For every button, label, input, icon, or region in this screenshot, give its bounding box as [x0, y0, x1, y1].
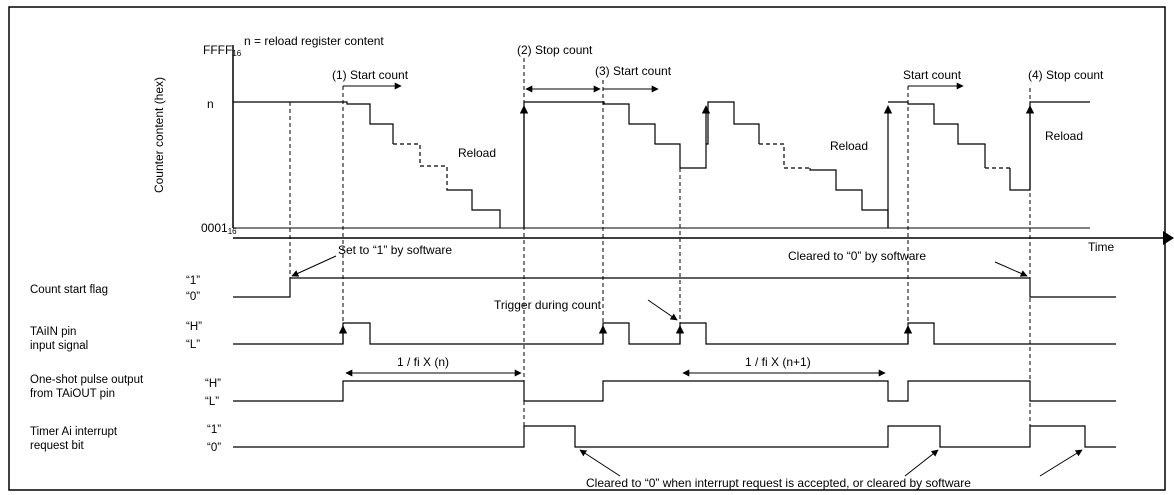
count-start-low-level: “0”: [186, 291, 200, 303]
oneshot-output-waveform: [233, 380, 1116, 402]
cleared-interrupt-label: Cleared to “0” when interrupt request is…: [586, 476, 971, 490]
start-count-1-label: (1) Start count: [332, 68, 409, 82]
stop-count-2-label: (2) Stop count: [517, 43, 593, 57]
interrupt-callout-leader-2: [904, 449, 939, 477]
reload-label-2: Reload: [830, 139, 868, 153]
start-count-3-label: (3) Start count: [595, 64, 672, 78]
oneshot-low-level: “L”: [205, 396, 219, 408]
taiin-low-level: “L”: [186, 339, 200, 351]
time-axis-arrowhead: [1163, 231, 1174, 245]
counter-waveform-5: [888, 101, 986, 168]
stop-count-4-label: (4) Stop count: [1028, 68, 1104, 82]
n-tick-label: n: [207, 97, 214, 111]
reload-register-note: n = reload register content: [244, 34, 384, 48]
counter-waveform-dashed: [393, 143, 1010, 188]
signal-name-interrupt-2: request bit: [30, 440, 85, 452]
interrupt-callout-leader-1: [579, 449, 621, 477]
interrupt-low-level: “0”: [207, 442, 221, 454]
counter-axis-label: Counter content (hex): [152, 77, 166, 193]
signal-waveforms: [233, 277, 1116, 448]
count-start-flag-waveform: [233, 277, 1116, 298]
signal-name-oneshot-1: One-shot pulse output: [30, 374, 144, 386]
counter-waveform-6: [1009, 101, 1090, 191]
interrupt-high-level: “1”: [207, 424, 221, 436]
time-axis-label: Time: [1088, 240, 1115, 254]
counter-axes: [232, 45, 1163, 239]
taiin-waveform: [233, 322, 1116, 345]
signal-labels: Count start flag TAiIN pin input signal …: [30, 275, 221, 454]
signal-name-interrupt-1: Timer Ai interrupt: [30, 426, 118, 438]
taiin-high-level: “H”: [186, 321, 202, 333]
cleared-callout-leader: [994, 261, 1028, 277]
set-by-software-label: Set to “1” by software: [338, 243, 452, 257]
reload-label-1: Reload: [458, 146, 496, 160]
period-n1-label: 1 / fi X (n+1): [745, 355, 811, 369]
trigger-callout-leader: [647, 299, 678, 321]
signal-name-oneshot-2: from TAiOUT pin: [30, 388, 115, 400]
trigger-edge-arrows: [338, 325, 913, 344]
diagram-frame: [8, 6, 1166, 491]
counter-waveform: [233, 101, 394, 144]
oneshot-high-level: “H”: [205, 378, 221, 390]
interrupt-callout-leader-3: [1039, 449, 1083, 477]
trigger-during-count-label: Trigger during count: [494, 298, 602, 312]
count-direction-arrows: [343, 82, 964, 93]
event-guides: [289, 58, 1031, 428]
reload-label-3: Reload: [1045, 129, 1083, 143]
interrupt-request-waveform: [233, 425, 1116, 448]
cleared-by-software-label: Cleared to “0” by software: [788, 249, 926, 263]
period-n-label: 1 / fi X (n): [397, 355, 449, 369]
start-count-label: Start count: [903, 68, 962, 82]
signal-name-taiin-2: input signal: [30, 340, 88, 352]
set-callout-leader: [291, 255, 337, 277]
count-start-high-level: “1”: [186, 275, 200, 287]
counter-waveform-2: [446, 188, 501, 228]
ffff-tick-label: FFFF16: [203, 43, 242, 58]
counter-waveform-4: [809, 168, 889, 228]
signal-name-count-start: Count start flag: [30, 284, 108, 296]
counter-waveform-3: [523, 101, 760, 228]
signal-name-taiin-1: TAiIN pin: [30, 326, 76, 338]
0001-tick-label: 000116: [201, 221, 237, 236]
